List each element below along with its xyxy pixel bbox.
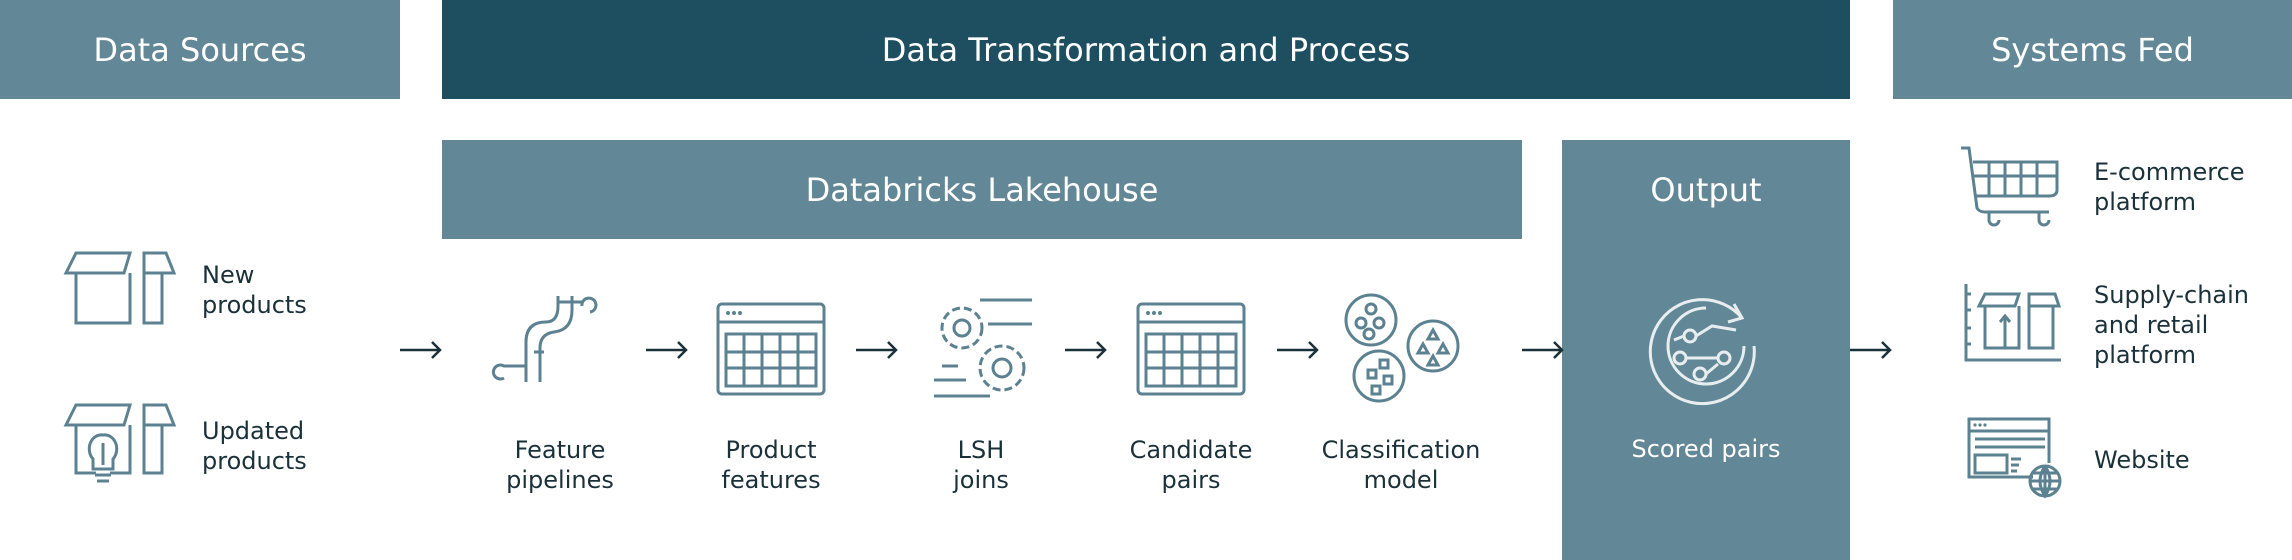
header-systems-fed: Systems Fed xyxy=(1893,0,2292,99)
arrow-icon xyxy=(646,341,688,359)
table-icon xyxy=(1136,302,1246,396)
table-icon xyxy=(716,302,826,396)
output-panel: Output Scored pairs xyxy=(1562,140,1850,560)
header-label: Data Transformation and Process xyxy=(881,30,1411,69)
header-label: Systems Fed xyxy=(1991,30,2194,69)
arrow-icon xyxy=(1522,341,1564,359)
lakehouse-banner: Databricks Lakehouse xyxy=(442,140,1522,239)
box-lightbulb-icon xyxy=(63,403,177,483)
box-icon xyxy=(63,251,177,325)
arrow-icon xyxy=(856,341,898,359)
gears-icon xyxy=(934,298,1032,398)
output-item-label: Scored pairs xyxy=(1631,435,1781,463)
header-label: Data Sources xyxy=(93,30,307,69)
system-website: Website xyxy=(2094,446,2190,474)
output-title: Output xyxy=(1650,170,1762,209)
website-globe-icon xyxy=(1967,417,2062,499)
warehouse-box-icon xyxy=(1964,284,2062,362)
shopping-cart-icon xyxy=(1961,146,2059,227)
arrow-icon xyxy=(400,341,442,359)
clusters-icon xyxy=(1344,293,1460,403)
scored-pairs-icon xyxy=(1648,298,1756,406)
arrow-icon xyxy=(1065,341,1107,359)
lakehouse-title: Databricks Lakehouse xyxy=(805,170,1159,209)
arrow-icon xyxy=(1277,341,1319,359)
pipes-icon xyxy=(491,296,598,382)
header-transformation: Data Transformation and Process xyxy=(442,0,1850,99)
header-data-sources: Data Sources xyxy=(0,0,400,99)
arrow-icon xyxy=(1850,341,1892,359)
